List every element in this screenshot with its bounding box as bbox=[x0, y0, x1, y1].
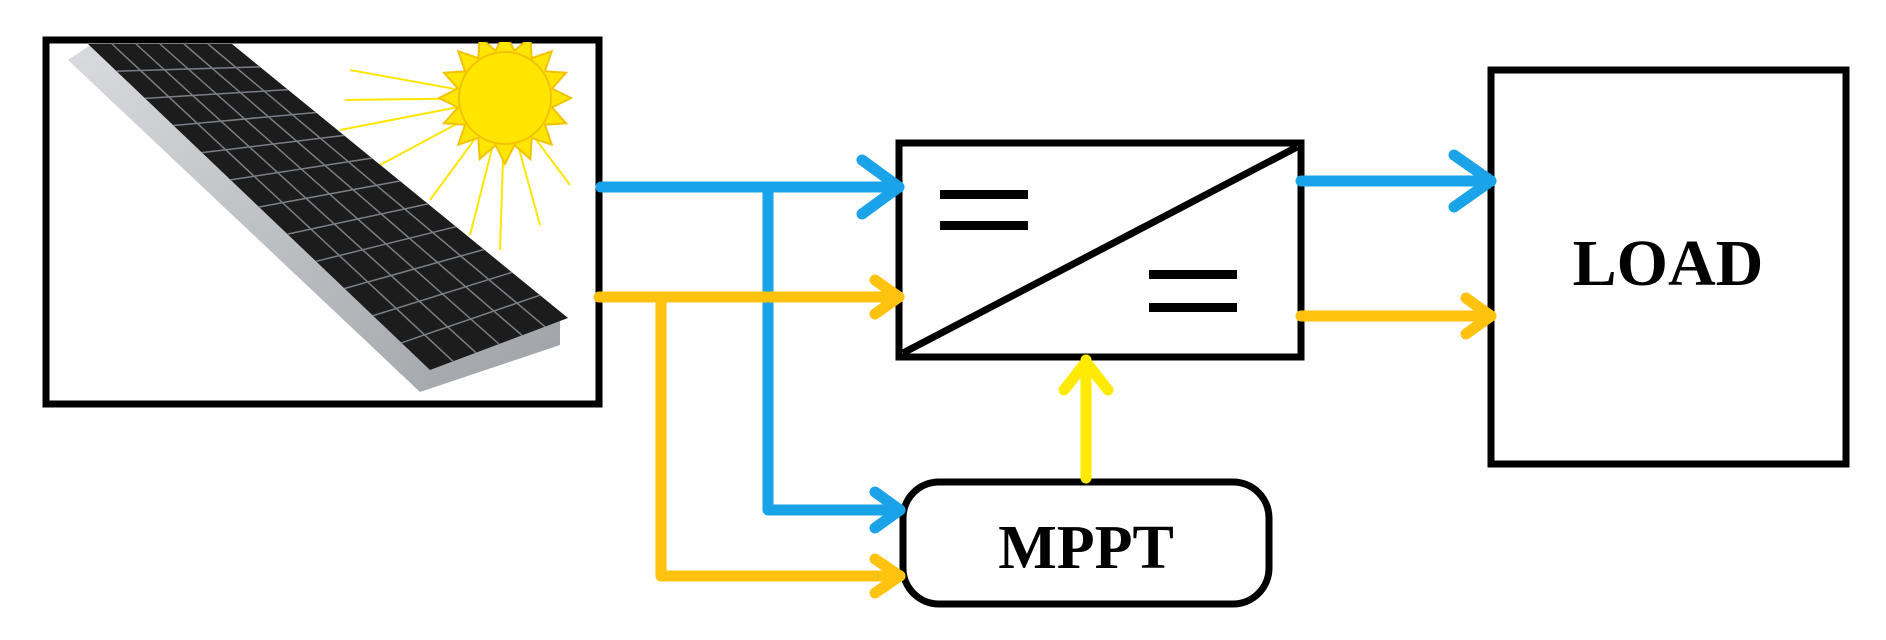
solar-panel-icon bbox=[68, 43, 568, 392]
dc-equals-icon bbox=[940, 190, 1028, 230]
converter-arrowhead-voltage bbox=[869, 274, 905, 320]
voltage-signal-lines bbox=[593, 274, 1497, 599]
dc-equals-icon bbox=[1149, 270, 1237, 312]
panel-grid-col-line bbox=[159, 43, 500, 345]
panel-cell-grid bbox=[111, 43, 546, 362]
load-arrowhead-current bbox=[1448, 149, 1497, 213]
load-arrowhead-voltage bbox=[1460, 292, 1497, 340]
mppt-arrowhead-current bbox=[869, 486, 906, 534]
voltage-to-mppt bbox=[655, 291, 906, 582]
converter-diagonal bbox=[901, 143, 1299, 357]
sun-icon bbox=[436, 42, 574, 167]
control-signal-line bbox=[1058, 354, 1114, 484]
panel-grid-col-line bbox=[135, 43, 477, 354]
mppt-arrowhead-voltage bbox=[869, 553, 906, 599]
load-label: LOAD bbox=[1573, 227, 1764, 300]
current-signal-lines bbox=[595, 149, 1497, 534]
panel-grid-col-line bbox=[183, 43, 523, 336]
load-block: LOAD bbox=[1487, 66, 1850, 468]
panel-grid-col-line bbox=[207, 43, 546, 328]
panel-grid-col-line bbox=[111, 43, 454, 362]
current-to-mppt bbox=[762, 181, 906, 516]
load-frame bbox=[1487, 66, 1850, 468]
panel-cells bbox=[88, 44, 568, 370]
pv-panel-block bbox=[42, 36, 603, 408]
converter-arrowhead-control bbox=[1058, 356, 1114, 396]
converter-arrowhead-current bbox=[856, 154, 905, 220]
mppt-label: MPPT bbox=[998, 514, 1174, 582]
mppt-block: MPPT bbox=[899, 478, 1273, 608]
dc-dc-converter-block bbox=[895, 139, 1305, 361]
